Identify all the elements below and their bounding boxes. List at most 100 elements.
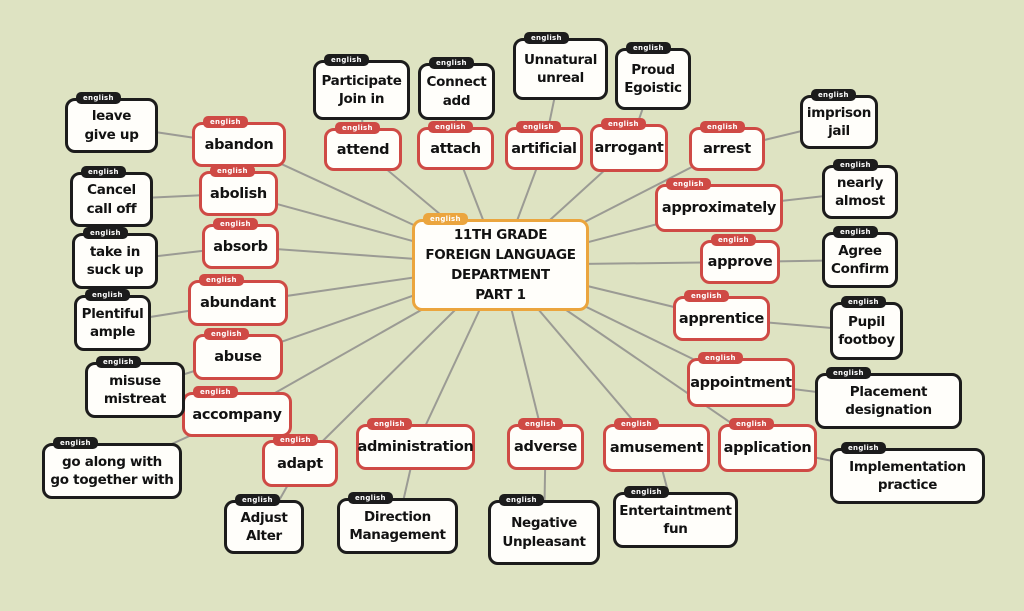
language-tag: english bbox=[210, 165, 255, 177]
language-tag: english bbox=[423, 213, 468, 225]
mindmap-node-arrest[interactable]: english arrest bbox=[689, 121, 765, 171]
mindmap-node-approve[interactable]: english approve bbox=[700, 234, 780, 284]
language-tag: english bbox=[76, 92, 121, 104]
language-tag: english bbox=[700, 121, 745, 133]
mindmap-node-abolish[interactable]: english abolish bbox=[199, 165, 278, 216]
mindmap-node-amusement[interactable]: english amusement bbox=[603, 418, 710, 472]
node-label: approximately bbox=[661, 200, 777, 216]
language-tag: english bbox=[601, 118, 646, 130]
language-tag: english bbox=[235, 494, 280, 506]
mindmap-node-accompany[interactable]: english accompany bbox=[182, 386, 292, 437]
mindmap-node-attend[interactable]: english attend bbox=[324, 122, 402, 171]
language-tag: english bbox=[213, 218, 258, 230]
language-tag: english bbox=[841, 296, 886, 308]
language-tag: english bbox=[96, 356, 141, 368]
mindmap-node-arrogant[interactable]: english arrogant bbox=[590, 118, 668, 172]
language-tag: english bbox=[83, 227, 128, 239]
node-label: amusement bbox=[609, 440, 704, 456]
language-tag: english bbox=[684, 290, 729, 302]
node-label: application bbox=[723, 440, 812, 456]
node-label: attend bbox=[336, 141, 390, 158]
node-label: arrest bbox=[703, 141, 751, 157]
language-tag: english bbox=[85, 289, 130, 301]
language-tag: english bbox=[698, 352, 743, 364]
language-tag: english bbox=[524, 32, 569, 44]
mindmap-node-absorb[interactable]: english absorb bbox=[202, 218, 279, 269]
language-tag: english bbox=[193, 386, 238, 398]
node-label: adverse bbox=[514, 439, 577, 455]
node-label: abuse bbox=[214, 349, 262, 365]
language-tag: english bbox=[335, 122, 380, 134]
language-tag: english bbox=[367, 418, 412, 430]
language-tag: english bbox=[429, 57, 474, 69]
language-tag: english bbox=[614, 418, 659, 430]
node-label: approve bbox=[707, 254, 773, 270]
language-tag: english bbox=[711, 234, 756, 246]
mindmap-node-application[interactable]: english application bbox=[718, 418, 817, 472]
node-label: absorb bbox=[213, 238, 268, 255]
node-label: arrogant bbox=[594, 140, 664, 156]
language-tag: english bbox=[348, 492, 393, 504]
language-tag: english bbox=[81, 166, 126, 178]
node-label: accompany bbox=[192, 406, 282, 423]
node-label: adapt bbox=[277, 455, 323, 472]
language-tag: english bbox=[499, 494, 544, 506]
node-label: abolish bbox=[210, 185, 267, 202]
language-tag: english bbox=[841, 442, 886, 454]
language-tag: english bbox=[203, 116, 248, 128]
language-tag: english bbox=[53, 437, 98, 449]
language-tag: english bbox=[324, 54, 369, 66]
language-tag: english bbox=[729, 418, 774, 430]
language-tag: english bbox=[626, 42, 671, 54]
node-label: abundant bbox=[200, 295, 276, 311]
